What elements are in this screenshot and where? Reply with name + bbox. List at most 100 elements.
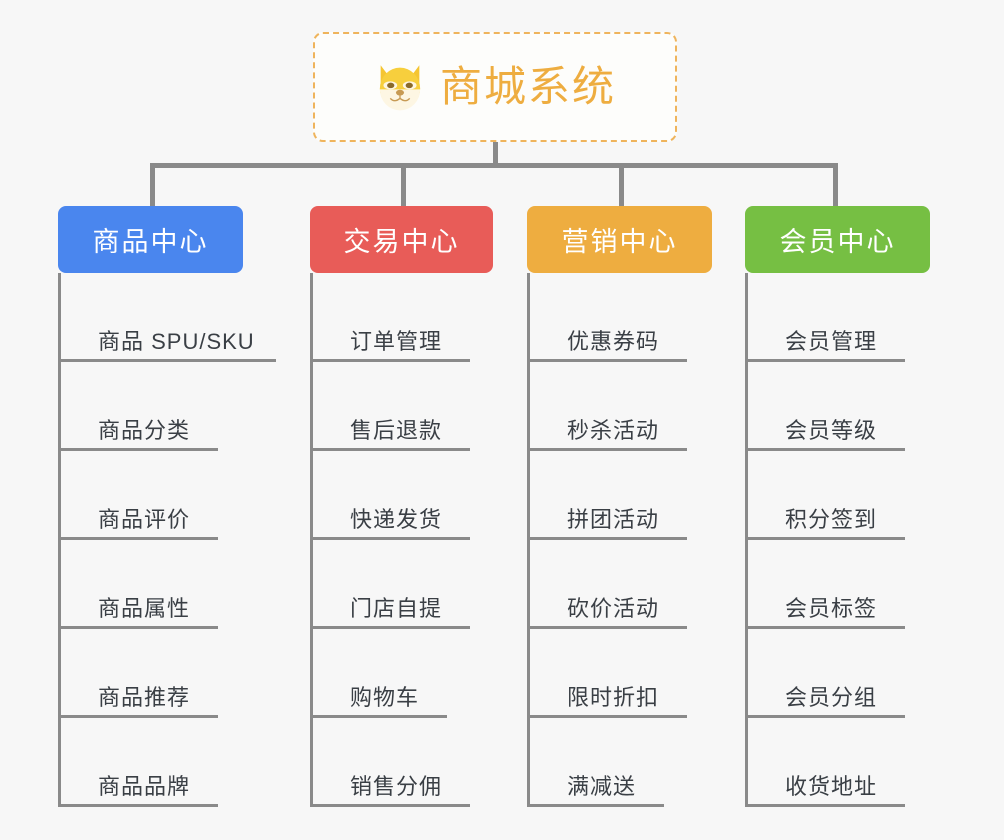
list-item-label: 商品评价 xyxy=(98,507,191,532)
list-item[interactable]: 砍价活动 xyxy=(527,540,712,629)
list-item-label: 商品品牌 xyxy=(98,774,191,799)
list-item[interactable]: 满减送 xyxy=(527,718,712,807)
category-header-4-label: 会员中心 xyxy=(779,227,896,257)
list-item[interactable]: 购物车 xyxy=(310,629,493,718)
list-item[interactable]: 收货地址 xyxy=(745,718,930,807)
list-item[interactable]: 快递发货 xyxy=(310,451,493,540)
category-items-2: 订单管理 售后退款 快递发货 门店自提 购物车 销售分佣 xyxy=(310,273,493,807)
list-item-label: 商品推荐 xyxy=(98,685,191,710)
category-header-2-label: 交易中心 xyxy=(343,227,460,257)
root-node-shop-system[interactable]: 商城系统 xyxy=(313,32,677,142)
list-item-label: 订单管理 xyxy=(350,329,443,354)
list-item[interactable]: 会员分组 xyxy=(745,629,930,718)
list-item-label: 优惠券码 xyxy=(567,329,660,354)
list-item[interactable]: 会员管理 xyxy=(745,273,930,362)
category-column-4: 会员中心 会员管理 会员等级 积分签到 会员标签 会员分组 xyxy=(745,206,930,807)
list-item-label: 商品属性 xyxy=(98,596,191,621)
list-item[interactable]: 商品属性 xyxy=(58,540,243,629)
root-title: 商城系统 xyxy=(439,63,616,110)
list-item-underline xyxy=(310,715,447,718)
category-items-1: 商品 SPU/SKU 商品分类 商品评价 商品属性 商品推荐 商品品牌 xyxy=(58,273,276,807)
list-item[interactable]: 会员标签 xyxy=(745,540,930,629)
list-item[interactable]: 秒杀活动 xyxy=(527,362,712,451)
list-item-underline xyxy=(58,448,218,451)
list-item-underline xyxy=(310,359,470,362)
column-trunk-2 xyxy=(310,273,313,807)
list-item-underline xyxy=(527,626,687,629)
column-trunk-3 xyxy=(527,273,530,807)
connector-drop-2 xyxy=(401,163,406,206)
list-item-underline xyxy=(58,715,218,718)
list-item-label: 会员管理 xyxy=(785,329,878,354)
list-item[interactable]: 优惠券码 xyxy=(527,273,712,362)
list-item-underline xyxy=(58,626,218,629)
category-header-1-label: 商品中心 xyxy=(92,227,209,257)
connector-drop-4 xyxy=(833,163,838,206)
list-item-label: 快递发货 xyxy=(350,507,443,532)
list-item[interactable]: 订单管理 xyxy=(310,273,493,362)
list-item-label: 限时折扣 xyxy=(567,685,660,710)
list-item-label: 积分签到 xyxy=(785,507,878,532)
list-item-underline xyxy=(527,804,664,807)
list-item-underline xyxy=(58,359,276,362)
list-item-underline xyxy=(745,626,905,629)
list-item[interactable]: 门店自提 xyxy=(310,540,493,629)
category-column-3: 营销中心 优惠券码 秒杀活动 拼团活动 砍价活动 限时折扣 xyxy=(527,206,712,807)
list-item-underline xyxy=(527,715,687,718)
list-item[interactable]: 商品分类 xyxy=(58,362,243,451)
category-items-3: 优惠券码 秒杀活动 拼团活动 砍价活动 限时折扣 满减送 xyxy=(527,273,712,807)
list-item-underline xyxy=(58,804,218,807)
category-header-4[interactable]: 会员中心 xyxy=(745,206,930,273)
list-item-label: 会员标签 xyxy=(785,596,878,621)
list-item-underline xyxy=(745,804,905,807)
list-item-label: 门店自提 xyxy=(350,596,443,621)
list-item-label: 购物车 xyxy=(350,685,420,710)
column-trunk-1 xyxy=(58,273,61,807)
root-connector-stem xyxy=(493,142,498,165)
category-items-4: 会员管理 会员等级 积分签到 会员标签 会员分组 收货地址 xyxy=(745,273,930,807)
list-item[interactable]: 拼团活动 xyxy=(527,451,712,540)
list-item[interactable]: 商品推荐 xyxy=(58,629,243,718)
shiba-dog-face-icon xyxy=(374,62,426,112)
list-item-underline xyxy=(527,359,687,362)
list-item-underline xyxy=(745,715,905,718)
list-item[interactable]: 商品 SPU/SKU xyxy=(58,273,276,362)
list-item[interactable]: 售后退款 xyxy=(310,362,493,451)
list-item[interactable]: 会员等级 xyxy=(745,362,930,451)
list-item[interactable]: 商品评价 xyxy=(58,451,243,540)
list-item[interactable]: 积分签到 xyxy=(745,451,930,540)
list-item-label: 秒杀活动 xyxy=(567,418,660,443)
list-item[interactable]: 商品品牌 xyxy=(58,718,243,807)
list-item-label: 会员分组 xyxy=(785,685,878,710)
category-column-2: 交易中心 订单管理 售后退款 快递发货 门店自提 购物车 xyxy=(310,206,493,807)
list-item-underline xyxy=(310,537,470,540)
list-item-label: 拼团活动 xyxy=(567,507,660,532)
list-item-underline xyxy=(527,448,687,451)
list-item-label: 收货地址 xyxy=(785,774,878,799)
list-item-underline xyxy=(310,626,470,629)
category-column-1: 商品中心 商品 SPU/SKU 商品分类 商品评价 商品属性 商品推荐 xyxy=(58,206,276,807)
list-item-underline xyxy=(745,359,905,362)
list-item-underline xyxy=(527,537,687,540)
connector-drop-3 xyxy=(619,163,624,206)
list-item-underline xyxy=(310,448,470,451)
list-item-label: 商品分类 xyxy=(98,418,191,443)
list-item-underline xyxy=(58,537,218,540)
category-header-3-label: 营销中心 xyxy=(561,227,678,257)
list-item-label: 满减送 xyxy=(567,774,637,799)
list-item-underline xyxy=(745,448,905,451)
category-header-3[interactable]: 营销中心 xyxy=(527,206,712,273)
root-connector-bus xyxy=(150,163,838,168)
list-item[interactable]: 销售分佣 xyxy=(310,718,493,807)
list-item-label: 砍价活动 xyxy=(567,596,660,621)
category-header-2[interactable]: 交易中心 xyxy=(310,206,493,273)
list-item-underline xyxy=(310,804,470,807)
list-item-label: 售后退款 xyxy=(350,418,443,443)
category-header-1[interactable]: 商品中心 xyxy=(58,206,243,273)
column-trunk-4 xyxy=(745,273,748,807)
list-item-label: 商品 SPU/SKU xyxy=(98,329,255,354)
list-item[interactable]: 限时折扣 xyxy=(527,629,712,718)
list-item-underline xyxy=(745,537,905,540)
connector-drop-1 xyxy=(150,163,155,206)
